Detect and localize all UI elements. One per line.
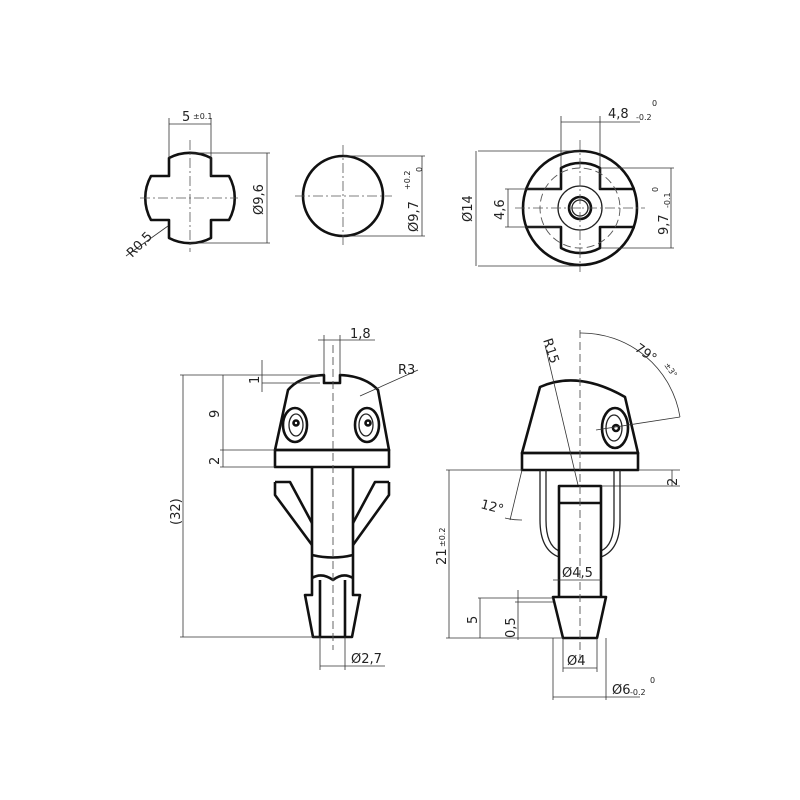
svg-text:Ø9,6: Ø9,6 [252, 184, 267, 215]
svg-text:±0.2: ±0.2 [438, 528, 447, 547]
svg-text:12°: 12° [479, 497, 505, 517]
svg-text:9: 9 [208, 410, 223, 418]
svg-text:Ø6: Ø6 [612, 683, 631, 698]
svg-text:1: 1 [248, 376, 263, 384]
svg-text:79°: 79° [632, 341, 659, 367]
svg-text:0: 0 [651, 187, 660, 192]
svg-text:2: 2 [666, 478, 681, 486]
top-view: 4,8 -0.2 0 Ø14 4,6 9,7 -0.1 0 [461, 99, 674, 272]
svg-text:Ø4,5: Ø4,5 [562, 566, 593, 581]
svg-text:5: 5 [466, 616, 481, 624]
svg-text:-0.2: -0.2 [630, 688, 646, 697]
svg-text:Ø2,7: Ø2,7 [351, 652, 382, 667]
svg-text:-0.2: -0.2 [636, 113, 652, 122]
svg-text:0,5: 0,5 [504, 617, 519, 638]
svg-text:-0.1: -0.1 [663, 192, 672, 208]
svg-text:21: 21 [435, 548, 450, 565]
svg-text:0: 0 [652, 99, 657, 108]
svg-text:R0,5: R0,5 [124, 229, 156, 261]
svg-text:Ø9,7: Ø9,7 [407, 201, 422, 232]
svg-text:0: 0 [650, 676, 655, 685]
dim-width: 5 [182, 110, 190, 125]
svg-text:4,8: 4,8 [608, 107, 629, 122]
svg-text:Ø4: Ø4 [567, 654, 586, 669]
svg-text:Ø14: Ø14 [461, 195, 476, 222]
svg-text:±3°: ±3° [662, 361, 678, 379]
round-section-view: Ø9,7 +0.2 0 [295, 145, 425, 245]
svg-text:R15: R15 [539, 337, 561, 366]
svg-text:4,6: 4,6 [493, 199, 508, 220]
svg-text:2: 2 [208, 457, 223, 465]
side-view: R15 79° ±3° 12° 2 21 ±0.2 5 0,5 Ø4,5 Ø4 … [435, 330, 681, 700]
svg-text:9,7: 9,7 [657, 214, 672, 235]
svg-text:±0.1: ±0.1 [193, 112, 212, 121]
svg-text:1,8: 1,8 [350, 327, 371, 342]
cross-section-view: 5 ±0.1 Ø9,6 R0,5 [124, 110, 270, 261]
svg-text:R3: R3 [398, 363, 415, 378]
svg-text:+0.2: +0.2 [403, 171, 412, 190]
svg-text:(32): (32) [169, 498, 184, 525]
front-view: 1,8 1 9 2 (32) R3 Ø2,7 [169, 327, 419, 670]
svg-text:0: 0 [415, 167, 424, 172]
